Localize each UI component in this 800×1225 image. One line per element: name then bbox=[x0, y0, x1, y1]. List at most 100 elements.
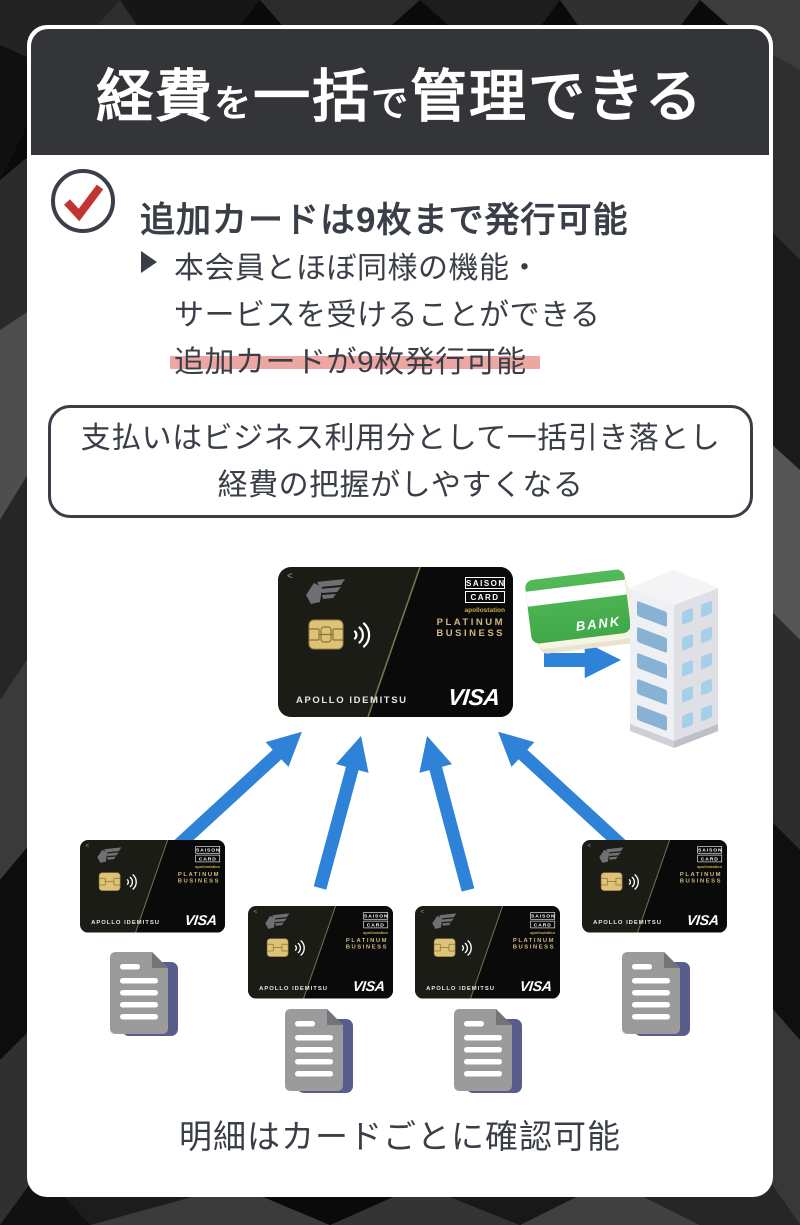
detail-line: サービスを受けることができる bbox=[174, 299, 601, 332]
eagle-logo-icon bbox=[97, 847, 122, 863]
tier-line: BUSINESS bbox=[436, 628, 505, 639]
tier-line: PLATINUM bbox=[345, 936, 389, 944]
building-window bbox=[682, 607, 693, 625]
caption-text: 明細はカードごとに確認可能 bbox=[179, 1118, 621, 1155]
visa-logo: VISA bbox=[686, 912, 720, 929]
eagle-logo-icon bbox=[265, 913, 290, 929]
saison-card-logo: SAISON CARD bbox=[530, 912, 556, 929]
passbook-cover: BANK bbox=[524, 568, 632, 645]
building-window bbox=[637, 652, 667, 679]
sub-brand-label: apollostation bbox=[530, 930, 556, 935]
card-tier-label: PLATINUM BUSINESS bbox=[436, 617, 505, 639]
brand-line: CARD bbox=[195, 854, 221, 863]
building-window bbox=[701, 626, 712, 644]
passbook-stripe bbox=[525, 579, 627, 607]
credit-card: < SAISON CARD apollostation PLATINUM BUS… bbox=[415, 906, 560, 999]
brand-line: SAISON bbox=[465, 577, 506, 589]
credit-card: < SAISON CARD apollostation PLATINUM BUS… bbox=[248, 906, 393, 999]
document-stack-icon bbox=[622, 952, 690, 1036]
title-part: 管理できる bbox=[410, 65, 704, 129]
contactless-icon bbox=[628, 874, 639, 890]
tier-line: PLATINUM bbox=[679, 870, 723, 878]
main-credit-card: < SAISON CARD apollostation PLATINUM BUS… bbox=[278, 567, 513, 717]
card-back-mark: < bbox=[587, 842, 592, 850]
card-tier-label: PLATINUM BUSINESS bbox=[346, 937, 388, 951]
building-window bbox=[701, 678, 712, 696]
document-stack-icon bbox=[285, 1009, 353, 1093]
document-stack-icon bbox=[454, 1009, 522, 1093]
note-line: 経費の把握がしやすくなる bbox=[217, 468, 584, 502]
card-holder-name: APOLLO IDEMITSU bbox=[593, 918, 662, 926]
note-text: 支払いはビジネス利用分として一括引き落とし 経費の把握がしやすくなる bbox=[51, 408, 750, 515]
emv-chip-icon bbox=[98, 872, 121, 891]
building-window bbox=[682, 711, 693, 729]
additional-credit-card: < SAISON CARD apollostation PLATINUM BUS… bbox=[80, 840, 225, 933]
page-title: 経費を一括で管理できる bbox=[96, 51, 704, 133]
card-back-mark: < bbox=[287, 571, 293, 582]
detail-line: 本会員とほぼ同様の機能・ bbox=[174, 252, 540, 285]
building-icon bbox=[630, 570, 718, 750]
card-tier-label: PLATINUM BUSINESS bbox=[178, 871, 220, 885]
card-diagonal-line bbox=[303, 906, 337, 999]
building-right-face bbox=[674, 588, 718, 748]
tier-line: PLATINUM bbox=[512, 936, 556, 944]
card-holder-name: APOLLO IDEMITSU bbox=[426, 984, 495, 992]
tier-line: BUSINESS bbox=[512, 943, 556, 951]
credit-card: < SAISON CARD apollostation PLATINUM BUS… bbox=[582, 840, 727, 933]
building-window bbox=[637, 600, 667, 627]
building-left-face bbox=[630, 587, 674, 748]
building-window bbox=[701, 704, 712, 722]
sub-brand-label: apollostation bbox=[363, 930, 389, 935]
tier-line: BUSINESS bbox=[345, 943, 389, 951]
emv-chip-icon bbox=[308, 619, 344, 650]
additional-credit-card: < SAISON CARD apollostation PLATINUM BUS… bbox=[248, 906, 393, 999]
highlight-underline bbox=[170, 356, 540, 369]
card-tier-label: PLATINUM BUSINESS bbox=[680, 871, 722, 885]
tier-line: BUSINESS bbox=[177, 877, 221, 885]
contactless-icon bbox=[126, 874, 137, 890]
card-back-mark: < bbox=[420, 908, 425, 916]
eagle-logo-icon bbox=[599, 847, 624, 863]
card-back-mark: < bbox=[85, 842, 90, 850]
title-part: 一括 bbox=[253, 65, 372, 129]
eagle-logo-icon bbox=[306, 579, 345, 604]
building-window bbox=[637, 678, 667, 705]
building-window bbox=[637, 626, 667, 653]
tier-line: PLATINUM bbox=[436, 617, 505, 628]
visa-logo: VISA bbox=[184, 912, 218, 929]
building-window bbox=[701, 652, 712, 670]
eagle-logo-icon bbox=[432, 913, 457, 929]
bank-passbook-icon: BANK bbox=[524, 568, 641, 663]
building-window bbox=[682, 685, 693, 703]
title-part: で bbox=[371, 83, 411, 124]
sub-brand-label: apollostation bbox=[195, 864, 221, 869]
emv-chip-icon bbox=[433, 938, 456, 957]
emv-chip-icon bbox=[600, 872, 623, 891]
visa-logo: VISA bbox=[519, 978, 553, 995]
building-window bbox=[682, 633, 693, 651]
saison-card-logo: SAISON CARD bbox=[697, 846, 723, 863]
document-stack-icon bbox=[110, 952, 178, 1036]
tier-line: BUSINESS bbox=[679, 877, 723, 885]
building-window bbox=[682, 659, 693, 677]
brand-line: SAISON bbox=[697, 846, 723, 854]
card-holder-name: APOLLO IDEMITSU bbox=[91, 918, 160, 926]
checkmark-icon bbox=[64, 184, 104, 222]
note-box: 支払いはビジネス利用分として一括引き落とし 経費の把握がしやすくなる bbox=[48, 405, 753, 518]
bank-label: BANK bbox=[574, 613, 622, 634]
building-base bbox=[630, 723, 674, 748]
title-part: 経費 bbox=[96, 65, 215, 129]
saison-card-logo: SAISON CARD bbox=[195, 846, 221, 863]
header-banner: 経費を一括で管理できる bbox=[31, 29, 769, 155]
brand-line: SAISON bbox=[363, 912, 389, 920]
credit-card: < SAISON CARD apollostation PLATINUM BUS… bbox=[278, 567, 513, 717]
emv-chip-icon bbox=[266, 938, 289, 957]
card-back-mark: < bbox=[253, 908, 258, 916]
sub-brand-label: apollostation bbox=[464, 607, 505, 614]
card-diagonal-line bbox=[367, 567, 421, 717]
contactless-icon bbox=[353, 622, 371, 648]
note-line: 支払いはビジネス利用分として一括引き落とし bbox=[80, 421, 721, 455]
brand-line: CARD bbox=[697, 854, 723, 863]
brand-line: SAISON bbox=[195, 846, 221, 854]
contactless-icon bbox=[461, 940, 472, 956]
